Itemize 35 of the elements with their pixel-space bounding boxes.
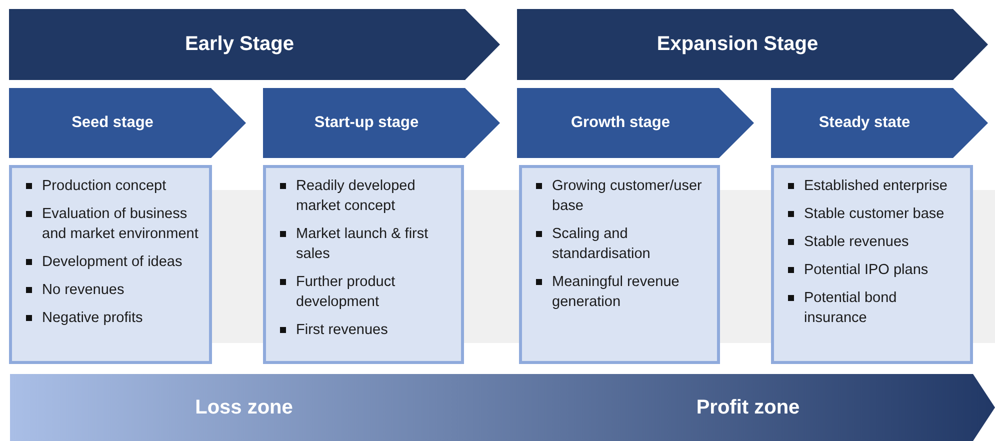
bullet-item: Production concept bbox=[22, 176, 201, 196]
chevron-banner bbox=[517, 9, 988, 80]
bullet-list-box bbox=[771, 165, 973, 364]
bullet-item: Stable customer base bbox=[784, 204, 962, 224]
bullet-item: Market launch & first sales bbox=[276, 224, 453, 264]
bullet-item: Meaningful revenue generation bbox=[532, 272, 709, 312]
bullet-item: No revenues bbox=[22, 280, 201, 300]
bullet-item: Development of ideas bbox=[22, 252, 201, 272]
bullet-item: Readily developed market concept bbox=[276, 176, 453, 216]
bullet-item: First revenues bbox=[276, 320, 453, 340]
bullet-item: Potential bond insurance bbox=[784, 288, 962, 328]
bullet-item: Evaluation of business and market environment bbox=[22, 204, 201, 244]
zone-label: Loss zone bbox=[195, 396, 293, 419]
bullet-list-box bbox=[263, 165, 464, 364]
stage-title: Seed stage bbox=[72, 114, 154, 132]
bullet-item: Growing customer/user base bbox=[532, 176, 709, 216]
bullet-item: Established enterprise bbox=[784, 176, 962, 196]
stage-title: Early Stage bbox=[185, 33, 294, 56]
stage-title: Expansion Stage bbox=[656, 33, 818, 56]
chevron-banner bbox=[771, 88, 988, 158]
bullet-item: Stable revenues bbox=[784, 232, 962, 252]
chevron-banner bbox=[263, 88, 500, 158]
bullet-item: Potential IPO plans bbox=[784, 260, 962, 280]
chevron-banner bbox=[9, 9, 500, 80]
bullet-item: Negative profits bbox=[22, 308, 201, 328]
stage-title: Start-up stage bbox=[314, 114, 419, 132]
stage-title: Growth stage bbox=[570, 114, 670, 132]
bullet-list-box bbox=[9, 165, 212, 364]
bullet-item: Scaling and standardisation bbox=[532, 224, 709, 264]
bullet-item: Further product development bbox=[276, 272, 453, 312]
stage-title: Steady state bbox=[818, 114, 910, 132]
chevron-banner bbox=[9, 88, 246, 158]
chevron-banner bbox=[517, 88, 754, 158]
bullet-list-box bbox=[519, 165, 720, 364]
zone-label: Profit zone bbox=[696, 396, 800, 419]
